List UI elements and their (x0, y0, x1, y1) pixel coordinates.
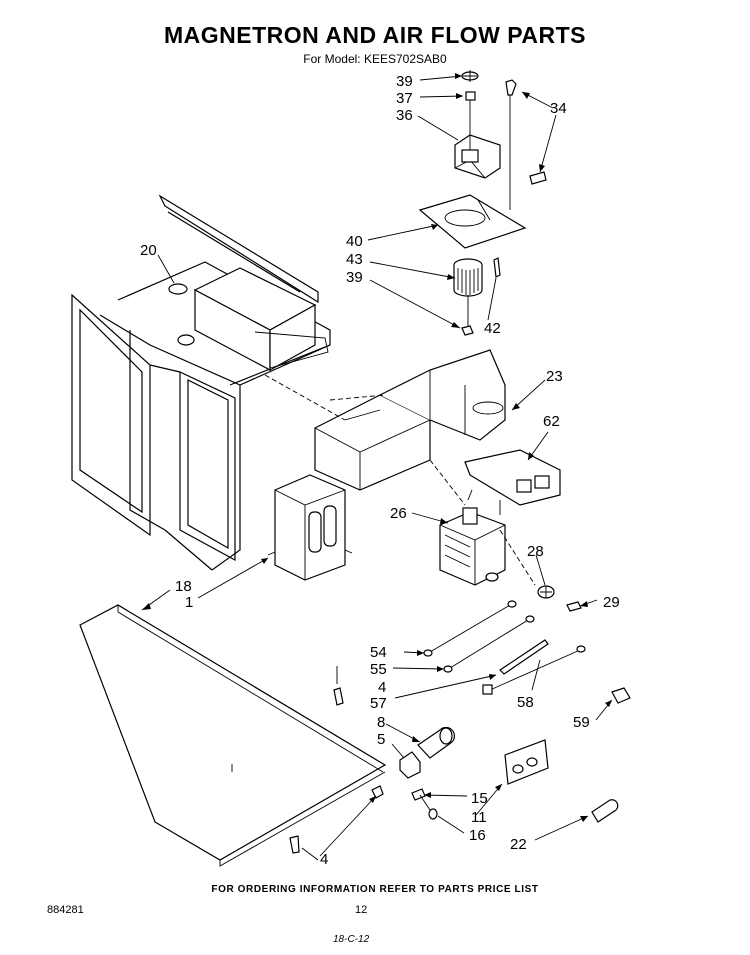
callout-40: 40 (346, 233, 363, 250)
model-line: For Model: KEES702SAB0 (303, 52, 447, 66)
fan-motor-assembly (454, 70, 547, 210)
wire-harnesses (423, 600, 586, 695)
callout-11: 11 (471, 809, 487, 826)
callout-37: 37 (396, 90, 413, 107)
callout-57: 57 (370, 695, 387, 712)
alignment-lines (264, 374, 536, 586)
handwritten-note: 18-C-12 (333, 934, 370, 945)
screws (289, 687, 384, 854)
motor-mounting-plate (418, 194, 527, 249)
callout-59: 59 (573, 714, 590, 731)
callout-43: 43 (346, 251, 363, 268)
air-duct (314, 349, 506, 491)
leader-lines (141, 75, 613, 861)
ordering-info-footer: FOR ORDERING INFORMATION REFER TO PARTS … (211, 884, 539, 895)
fan-blade (453, 257, 501, 336)
callout-4-lower: 4 (320, 851, 328, 868)
callout-39-lower: 39 (346, 269, 363, 286)
callout-22: 22 (510, 836, 527, 853)
shield-bracket (464, 449, 561, 506)
arrowheads (142, 73, 612, 822)
callout-54: 54 (370, 644, 387, 661)
callout-26: 26 (390, 505, 407, 522)
callout-1: 1 (185, 594, 193, 611)
wire-connector (611, 687, 631, 704)
callout-15: 15 (471, 790, 488, 807)
hv-capacitor (399, 726, 456, 779)
diode-and-fuse (411, 739, 619, 823)
callout-numbers: 39 37 36 34 20 40 43 39 42 23 62 26 28 2… (140, 73, 620, 868)
callout-42: 42 (484, 320, 501, 337)
callout-29: 29 (603, 594, 620, 611)
magnetron (439, 489, 506, 586)
oven-cavity-frame (71, 194, 331, 571)
callout-58: 58 (517, 694, 534, 711)
callout-39: 39 (396, 73, 413, 90)
thermal-cutout (537, 585, 582, 612)
callout-4: 4 (378, 679, 386, 696)
callout-55: 55 (370, 661, 387, 678)
callout-34: 34 (550, 100, 567, 117)
callout-23: 23 (546, 368, 563, 385)
page-number: 12 (355, 904, 368, 916)
callout-62: 62 (543, 413, 560, 430)
callout-18: 18 (175, 578, 192, 595)
base-plate (79, 604, 387, 867)
callout-36: 36 (396, 107, 413, 124)
callout-28: 28 (527, 543, 544, 560)
high-voltage-transformer (267, 474, 353, 581)
page-title: MAGNETRON AND AIR FLOW PARTS (163, 22, 586, 48)
callout-8: 8 (377, 714, 385, 731)
callout-20: 20 (140, 242, 157, 259)
document-number: 884281 (47, 904, 84, 916)
waveguide-box (168, 267, 329, 372)
callout-5: 5 (377, 731, 385, 748)
callout-16: 16 (469, 827, 486, 844)
